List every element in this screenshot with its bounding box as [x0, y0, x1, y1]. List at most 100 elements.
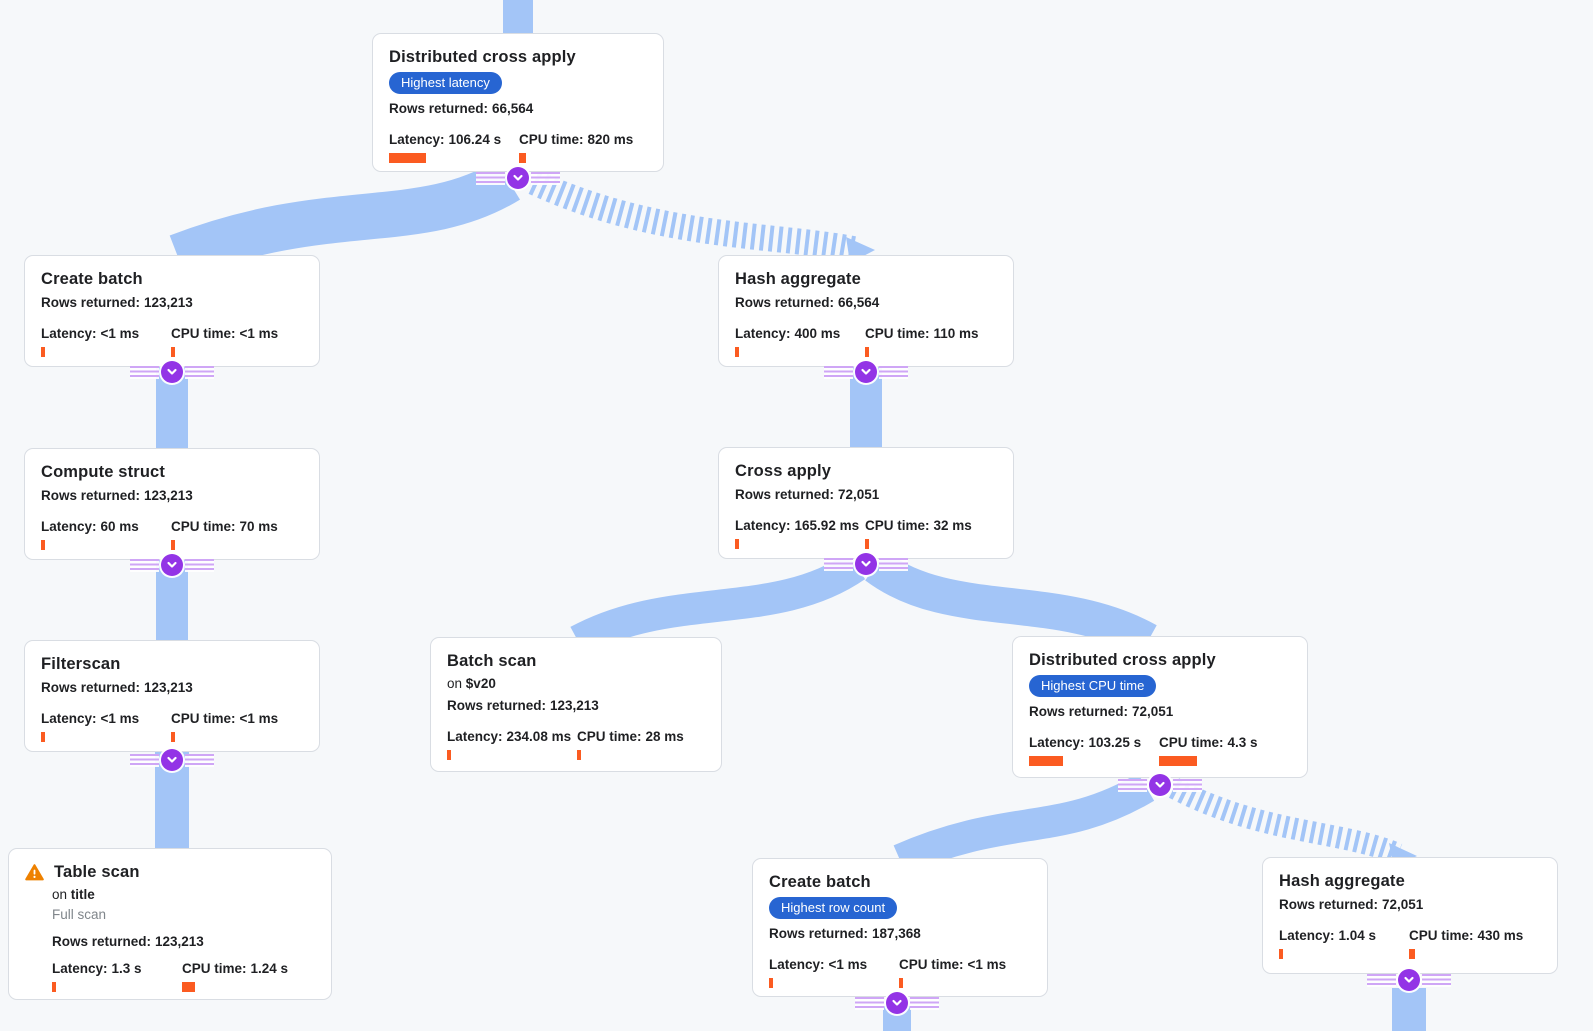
- latency-stat: Latency:1.04 s: [1279, 927, 1409, 959]
- cpu-bar: [899, 978, 903, 988]
- node-title: Compute struct: [41, 463, 166, 481]
- node-title: Create batch: [769, 873, 871, 891]
- plan-node-table-scan[interactable]: Table scan on title Full scan Rows retur…: [8, 848, 332, 1000]
- edge-root-to-hash-aggregate: [528, 170, 861, 263]
- rows-returned: Rows returned:72,051: [1279, 897, 1424, 912]
- cpu-stat: CPU time:<1 ms: [171, 710, 278, 742]
- plan-node-create-batch[interactable]: Create batch Rows returned:123,213 Laten…: [24, 255, 320, 367]
- rows-returned: Rows returned:72,051: [1029, 704, 1174, 719]
- node-title: Create batch: [41, 270, 143, 288]
- cpu-bar: [171, 540, 175, 550]
- cpu-stat: CPU time:<1 ms: [171, 325, 278, 357]
- junction-stripes: [185, 365, 214, 379]
- junction-stripes: [185, 558, 214, 572]
- junction-stripes: [824, 557, 853, 571]
- plan-node-distributed-cross-apply-root[interactable]: Distributed cross apply Highest latency …: [372, 33, 664, 172]
- latency-bar: [447, 750, 451, 760]
- collapse-node-button[interactable]: [824, 553, 908, 575]
- cpu-bar: [171, 732, 175, 742]
- node-title: Hash aggregate: [1279, 872, 1405, 890]
- edge-dca-to-create-batch-2: [893, 773, 1155, 875]
- chevron-down-icon: [161, 749, 183, 771]
- chevron-down-icon: [507, 167, 529, 189]
- node-title: Cross apply: [735, 462, 832, 480]
- node-title: Hash aggregate: [735, 270, 861, 288]
- plan-node-filterscan[interactable]: Filterscan Rows returned:123,213 Latency…: [24, 640, 320, 752]
- collapse-node-button[interactable]: [1118, 774, 1202, 796]
- latency-stat: Latency:1.3 s: [52, 960, 182, 992]
- junction-stripes: [130, 365, 159, 379]
- plan-node-cross-apply[interactable]: Cross apply Rows returned:72,051 Latency…: [718, 447, 1014, 559]
- collapse-node-button[interactable]: [476, 167, 560, 189]
- cpu-stat: CPU time:1.24 s: [182, 960, 288, 992]
- latency-stat: Latency:103.25 s: [1029, 734, 1159, 766]
- collapse-node-button[interactable]: [1367, 969, 1451, 991]
- junction-stripes: [1367, 973, 1396, 987]
- plan-node-batch-scan[interactable]: Batch scan on $v20 Rows returned:123,213…: [430, 637, 722, 772]
- plan-node-compute-struct[interactable]: Compute struct Rows returned:123,213 Lat…: [24, 448, 320, 560]
- edge-root-to-create-batch: [169, 160, 521, 279]
- cpu-bar: [865, 539, 869, 549]
- latency-bar: [41, 732, 45, 742]
- collapse-node-button[interactable]: [130, 749, 214, 771]
- plan-node-hash-aggregate-2[interactable]: Hash aggregate Rows returned:72,051 Late…: [1262, 857, 1558, 974]
- chevron-down-icon: [1398, 969, 1420, 991]
- node-title: Filterscan: [41, 655, 121, 673]
- warning-icon: [25, 864, 44, 881]
- junction-stripes: [1118, 778, 1147, 792]
- cpu-stat: CPU time:28 ms: [577, 728, 684, 760]
- node-title: Table scan: [54, 863, 140, 881]
- plan-node-distributed-cross-apply-2[interactable]: Distributed cross apply Highest CPU time…: [1012, 636, 1308, 778]
- cpu-bar: [182, 982, 195, 992]
- collapse-node-button[interactable]: [130, 554, 214, 576]
- plan-node-create-batch-2[interactable]: Create batch Highest row count Rows retu…: [752, 858, 1048, 997]
- latency-stat: Latency:60 ms: [41, 518, 171, 550]
- junction-stripes: [910, 996, 939, 1010]
- junction-stripes: [855, 996, 884, 1010]
- latency-bar: [1029, 756, 1063, 766]
- chevron-down-icon: [1149, 774, 1171, 796]
- collapse-node-button[interactable]: [130, 361, 214, 383]
- latency-stat: Latency:<1 ms: [41, 710, 171, 742]
- rows-returned: Rows returned:123,213: [41, 295, 193, 310]
- latency-stat: Latency:165.92 ms: [735, 517, 865, 549]
- rows-returned: Rows returned:123,213: [41, 488, 193, 503]
- highest-latency-badge: Highest latency: [389, 72, 502, 94]
- cpu-stat: CPU time:4.3 s: [1159, 734, 1258, 766]
- scan-target: on $v20: [447, 676, 496, 691]
- chevron-down-icon: [855, 553, 877, 575]
- junction-stripes: [824, 365, 853, 379]
- collapse-node-button[interactable]: [855, 992, 939, 1014]
- cpu-bar: [577, 750, 581, 760]
- edge-cross-apply-to-batch-scan: [570, 552, 866, 656]
- cpu-stat: CPU time:70 ms: [171, 518, 278, 550]
- rows-returned: Rows returned:123,213: [447, 698, 599, 713]
- cpu-stat: CPU time:32 ms: [865, 517, 972, 549]
- highest-cpu-time-badge: Highest CPU time: [1029, 675, 1157, 697]
- chevron-down-icon: [161, 361, 183, 383]
- cpu-bar: [1159, 756, 1197, 766]
- junction-stripes: [130, 753, 159, 767]
- junction-stripes: [1173, 778, 1202, 792]
- latency-bar: [52, 982, 56, 992]
- latency-bar: [41, 540, 45, 550]
- latency-bar: [1279, 949, 1283, 959]
- junction-stripes: [185, 753, 214, 767]
- cpu-stat: CPU time:430 ms: [1409, 927, 1523, 959]
- scan-target: on title: [52, 887, 95, 902]
- rows-returned: Rows returned:123,213: [41, 680, 193, 695]
- cpu-bar: [865, 347, 869, 357]
- edge-dca-to-hash-aggregate-2: [1168, 778, 1403, 865]
- cpu-stat: CPU time:820 ms: [519, 131, 633, 163]
- plan-node-hash-aggregate[interactable]: Hash aggregate Rows returned:66,564 Late…: [718, 255, 1014, 367]
- edge-cross-apply-to-distributed-cross-apply: [865, 551, 1157, 657]
- rows-returned: Rows returned:72,051: [735, 487, 880, 502]
- scan-type-label: Full scan: [52, 907, 107, 922]
- junction-stripes: [130, 558, 159, 572]
- rows-returned: Rows returned:66,564: [735, 295, 880, 310]
- latency-bar: [769, 978, 773, 988]
- rows-returned: Rows returned:66,564: [389, 101, 534, 116]
- collapse-node-button[interactable]: [824, 361, 908, 383]
- junction-stripes: [879, 365, 908, 379]
- latency-stat: Latency:106.24 s: [389, 131, 519, 163]
